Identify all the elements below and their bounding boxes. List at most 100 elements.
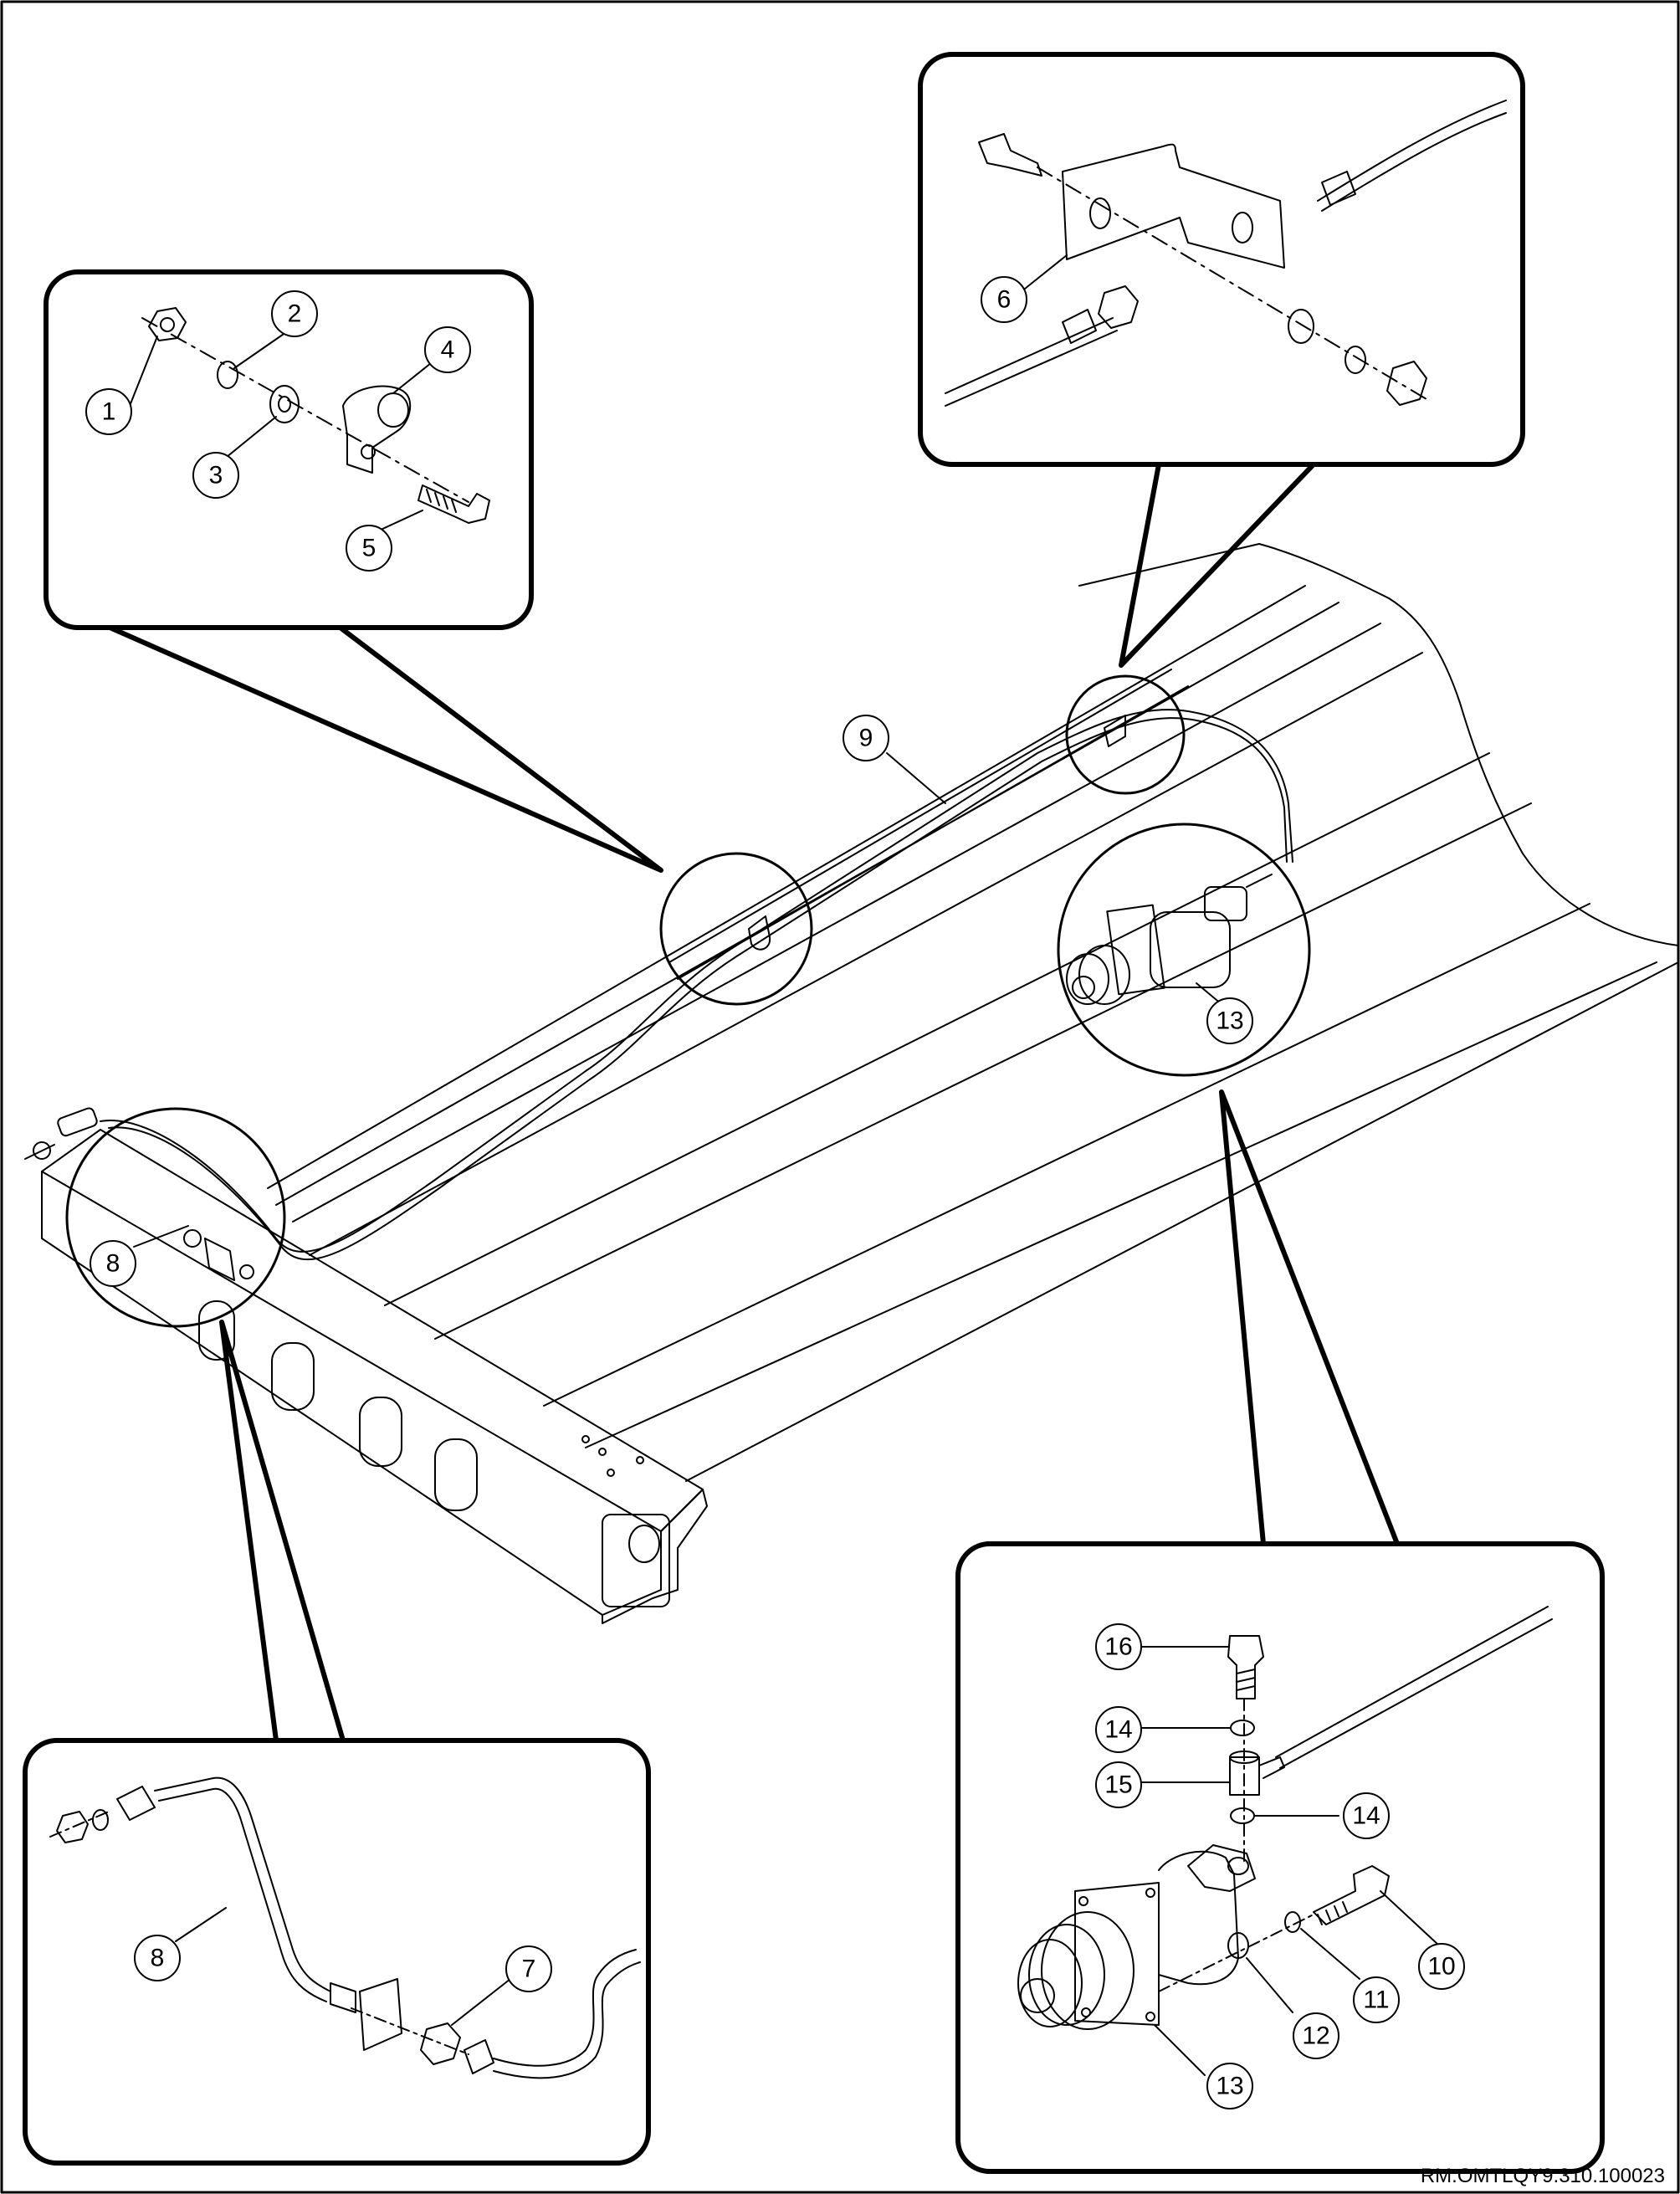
- callout-8-main-circle: [90, 1240, 136, 1287]
- frame-rail-top-line-4: [309, 652, 1423, 1256]
- callout-11-circle: [1353, 1976, 1400, 2023]
- callout-15-label: 15: [1104, 1771, 1132, 1799]
- callout-8-main-label: 8: [106, 1250, 120, 1278]
- callout-1-label: 1: [102, 398, 116, 426]
- bracket-hole-right: [1232, 212, 1253, 243]
- leader-1: [129, 336, 158, 407]
- frame-rail-top-line-1: [267, 585, 1306, 1189]
- leader-4: [392, 359, 436, 394]
- fitting-right-icon: [1321, 171, 1356, 206]
- leader-8a: [133, 1225, 189, 1248]
- cross-member-hole-1: [198, 1300, 235, 1361]
- fitting-left-icon: [1062, 309, 1097, 344]
- callout-10-circle: [1418, 1943, 1465, 1990]
- callout-2: 2: [271, 290, 318, 337]
- callout-8-detail-circle: [134, 1935, 181, 1981]
- solenoid-boot-icon-2: [1028, 1924, 1105, 2026]
- solenoid-boot-icon-3: [1017, 1939, 1083, 2027]
- callout-10-label: 10: [1427, 1953, 1455, 1981]
- magnifier-circle-clip: [659, 852, 813, 1006]
- callout-14-upper-label: 14: [1104, 1716, 1132, 1744]
- banjo-15-stub: [1258, 1756, 1285, 1779]
- callout-13-main: 13: [1206, 997, 1253, 1044]
- upper-rail-line-2: [677, 685, 1189, 980]
- callout-9-label: 9: [859, 725, 873, 752]
- line-tube-upper: [1317, 100, 1507, 202]
- callout-16-label: 16: [1104, 1633, 1132, 1661]
- pointer-to-panel-8: [219, 1320, 346, 1743]
- callout-9-circle: [843, 715, 889, 761]
- callout-7-circle: [505, 1945, 552, 1992]
- leader-13b: [1154, 2024, 1206, 2076]
- callout-14-upper: 14: [1095, 1706, 1142, 1753]
- callout-12-label: 12: [1302, 2022, 1329, 2050]
- callout-8-detail: 8: [134, 1935, 181, 1981]
- callout-2-circle: [271, 290, 318, 337]
- flange-bolt-hole: [607, 1469, 615, 1477]
- cross-member-end-bracket: [602, 1514, 670, 1607]
- callout-7: 7: [505, 1945, 552, 1992]
- fitting-right-icon: [464, 2039, 494, 2074]
- leader-7: [451, 1978, 511, 2026]
- line-tube-upper-2: [1321, 112, 1507, 212]
- cross-member-hole-2: [271, 1342, 315, 1411]
- cross-member-hole-4: [434, 1438, 478, 1511]
- cross-member-top: [41, 1129, 704, 1532]
- solenoid-line-stub: [1246, 874, 1273, 888]
- callout-14-lower-label: 14: [1352, 1802, 1380, 1830]
- callout-3: 3: [192, 452, 239, 499]
- detail-panel-clip-hardware: [44, 269, 534, 630]
- cross-member-flange: [660, 1489, 708, 1549]
- assembly-axis: [141, 317, 469, 503]
- pointer-to-panel-6: [1119, 462, 1316, 668]
- solenoid-flange: [1106, 904, 1165, 996]
- solenoid-boot-1: [1078, 945, 1130, 1005]
- leader-12: [1246, 1957, 1293, 2013]
- bolt-16-icon: [1227, 1635, 1264, 1699]
- hex-nut-left-icon: [1098, 285, 1139, 329]
- rail-nut-8b: [239, 1264, 254, 1279]
- fitting-nut: [33, 1141, 51, 1160]
- callout-2-label: 2: [288, 300, 302, 328]
- bracket-hole-left: [1089, 197, 1111, 229]
- tube-8-icon-inner: [158, 1787, 327, 2002]
- flange-hole-icon: [1145, 2012, 1155, 2022]
- hex-nut-7-icon: [420, 2022, 461, 2065]
- callout-13-detail: 13: [1206, 2063, 1253, 2109]
- assembly-axis: [1158, 1914, 1314, 1992]
- lock-washer-2-icon: [217, 361, 238, 389]
- pointer-to-panel-13: [1219, 1089, 1400, 1546]
- hex-nut-right-icon: [1386, 361, 1427, 406]
- callout-16-circle: [1095, 1623, 1142, 1670]
- bolt-5-thread: [426, 489, 457, 513]
- leader-2: [233, 330, 289, 369]
- tube-8-icon: [154, 1776, 331, 1992]
- solenoid-terminal: [1204, 886, 1247, 921]
- brake-line-main: [100, 709, 1293, 1253]
- left-end-fitting: [24, 1107, 98, 1160]
- flat-washer-3-icon: [269, 385, 300, 423]
- main-assembly: [24, 543, 1679, 1624]
- flat-washer-icon: [1288, 309, 1314, 344]
- line-tube: [1275, 1606, 1549, 1758]
- frame-rail-lower-line-4: [685, 961, 1679, 1482]
- tube-right-icon-inner: [493, 1961, 641, 2079]
- flange-hole-icon: [1145, 1888, 1155, 1898]
- upper-rail-line: [668, 669, 1172, 963]
- nut-left-icon: [56, 1811, 89, 1843]
- bolt-10-icon: [1313, 1865, 1390, 1925]
- magnifier-circle-solenoid: [1057, 823, 1311, 1077]
- tube-right-icon: [493, 1949, 637, 2067]
- rail-nut-8: [183, 1229, 202, 1248]
- magnifier-circle-bracket: [1065, 674, 1186, 795]
- callout-6: 6: [981, 276, 1027, 323]
- flange-hole-icon: [1078, 1896, 1088, 1906]
- callout-13-detail-label: 13: [1216, 2073, 1243, 2100]
- leader-9: [886, 752, 946, 804]
- bolt-10-thread: [1317, 1901, 1348, 1925]
- main-leaders: [133, 752, 1222, 1248]
- panel-frame: [955, 1541, 1605, 2174]
- solenoid-plunger-icon: [1020, 1978, 1055, 2013]
- assembly-axis: [49, 1811, 110, 1838]
- callout-11-label: 11: [1363, 1986, 1389, 2014]
